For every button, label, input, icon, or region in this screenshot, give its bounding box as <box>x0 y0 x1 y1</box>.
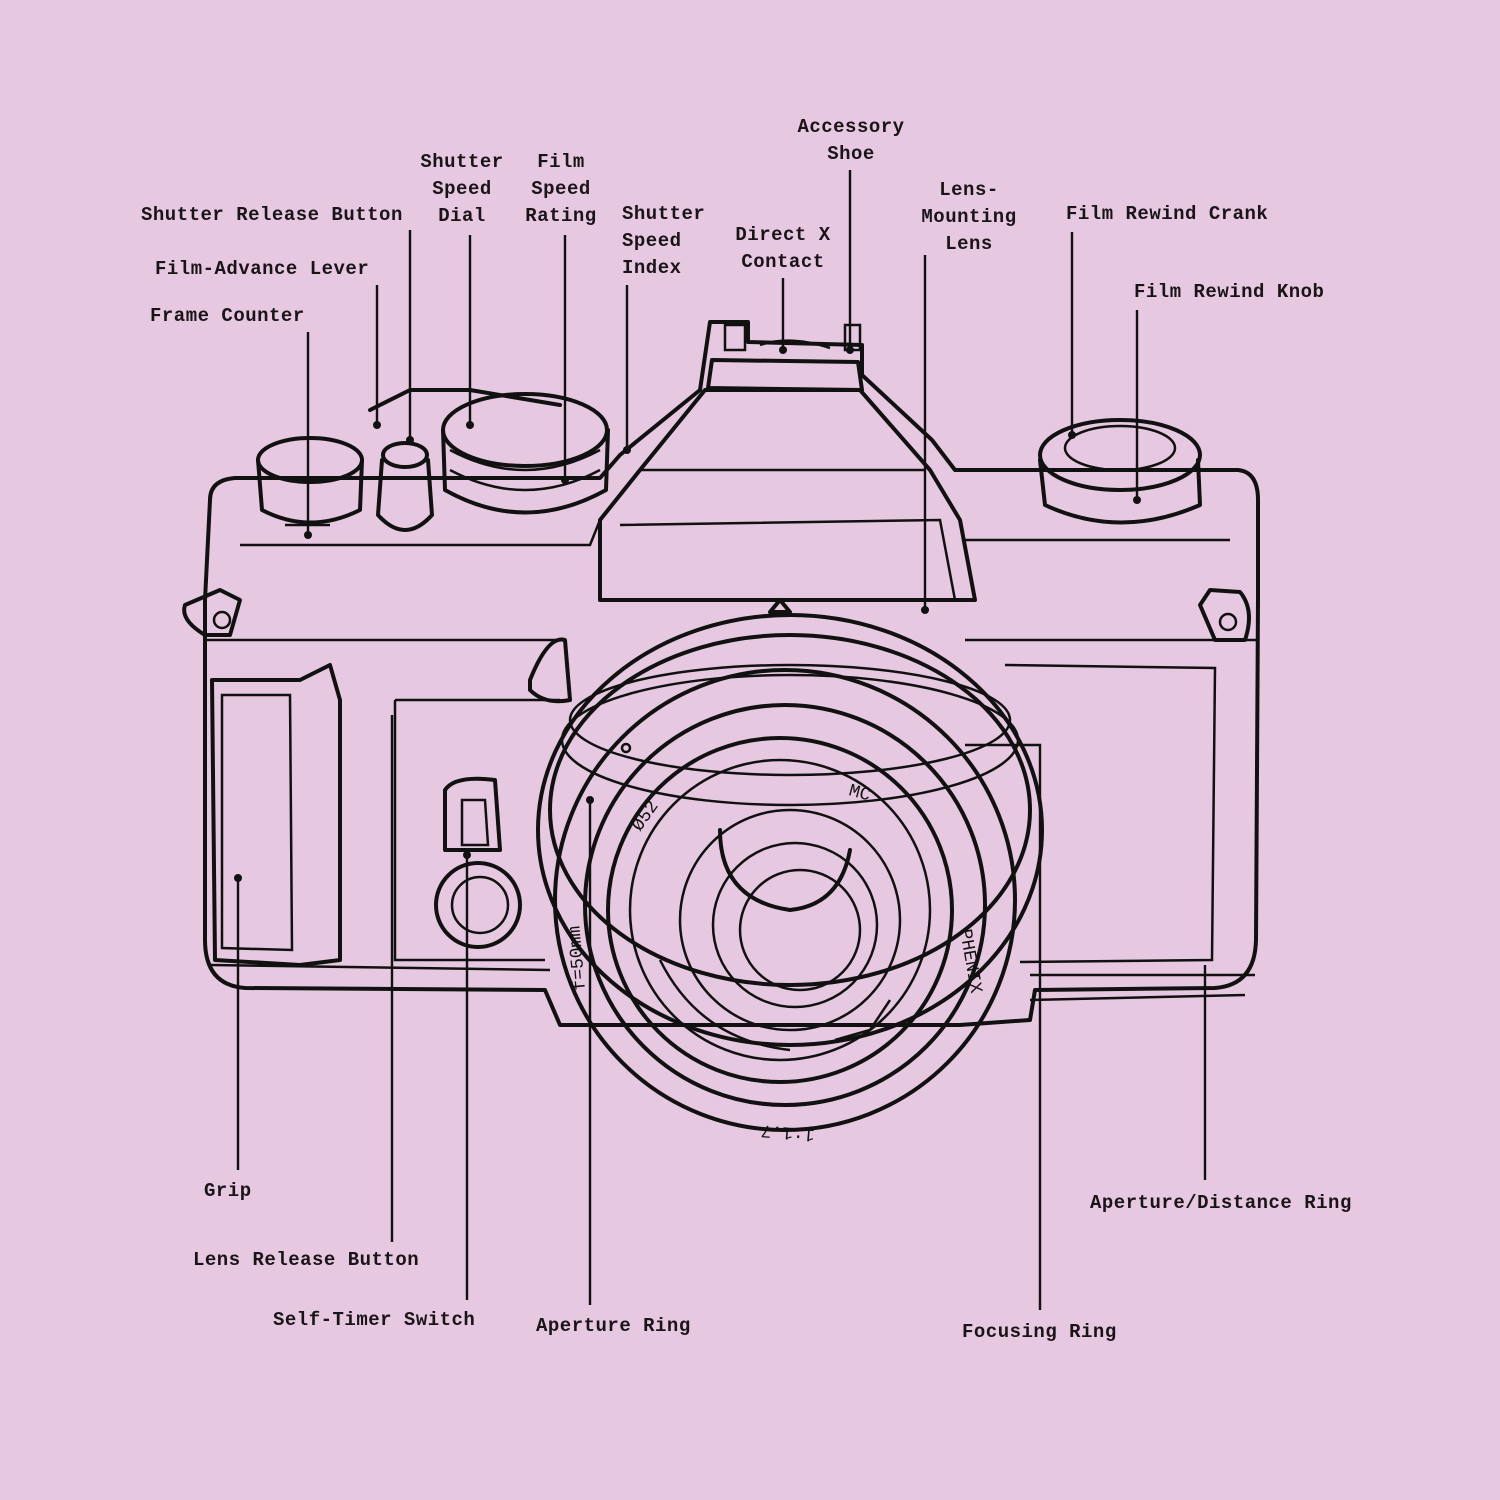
lens-ratio-mark: 1:1.7 <box>760 1119 816 1144</box>
label-film-advance-lever: Film-Advance Lever <box>155 258 370 280</box>
label-film-rewind-knob: Film Rewind Knob <box>1134 281 1325 303</box>
label-aperture-ring: Aperture Ring <box>536 1315 691 1337</box>
label-aperture-distance-ring: Aperture/Distance Ring <box>1090 1192 1352 1214</box>
label-direct-x-contact: Direct X Contact <box>735 224 831 273</box>
label-shutter-speed-dial: Shutter Speed Dial <box>420 151 504 227</box>
leader-lines <box>234 170 1207 1310</box>
label-film-rewind-crank: Film Rewind Crank <box>1066 203 1269 225</box>
label-film-speed-rating: Film Speed Rating <box>525 151 597 227</box>
lens-diameter-mark: Ø52 <box>629 797 664 835</box>
label-focusing-ring: Focusing Ring <box>962 1321 1117 1343</box>
label-grip: Grip <box>204 1180 252 1202</box>
lens-assembly <box>536 613 1044 1132</box>
label-self-timer-switch: Self-Timer Switch <box>273 1309 476 1331</box>
label-lens-release-button: Lens Release Button <box>193 1249 420 1271</box>
label-lens-mounting-lens: Lens- Mounting Lens <box>921 179 1017 255</box>
label-accessory-shoe: Accessory Shoe <box>797 116 905 165</box>
label-frame-counter: Frame Counter <box>150 305 305 327</box>
label-shutter-speed-index: Shutter Speed Index <box>622 203 706 279</box>
label-shutter-release-button: Shutter Release Button <box>141 204 403 226</box>
camera-body <box>182 320 1260 1027</box>
